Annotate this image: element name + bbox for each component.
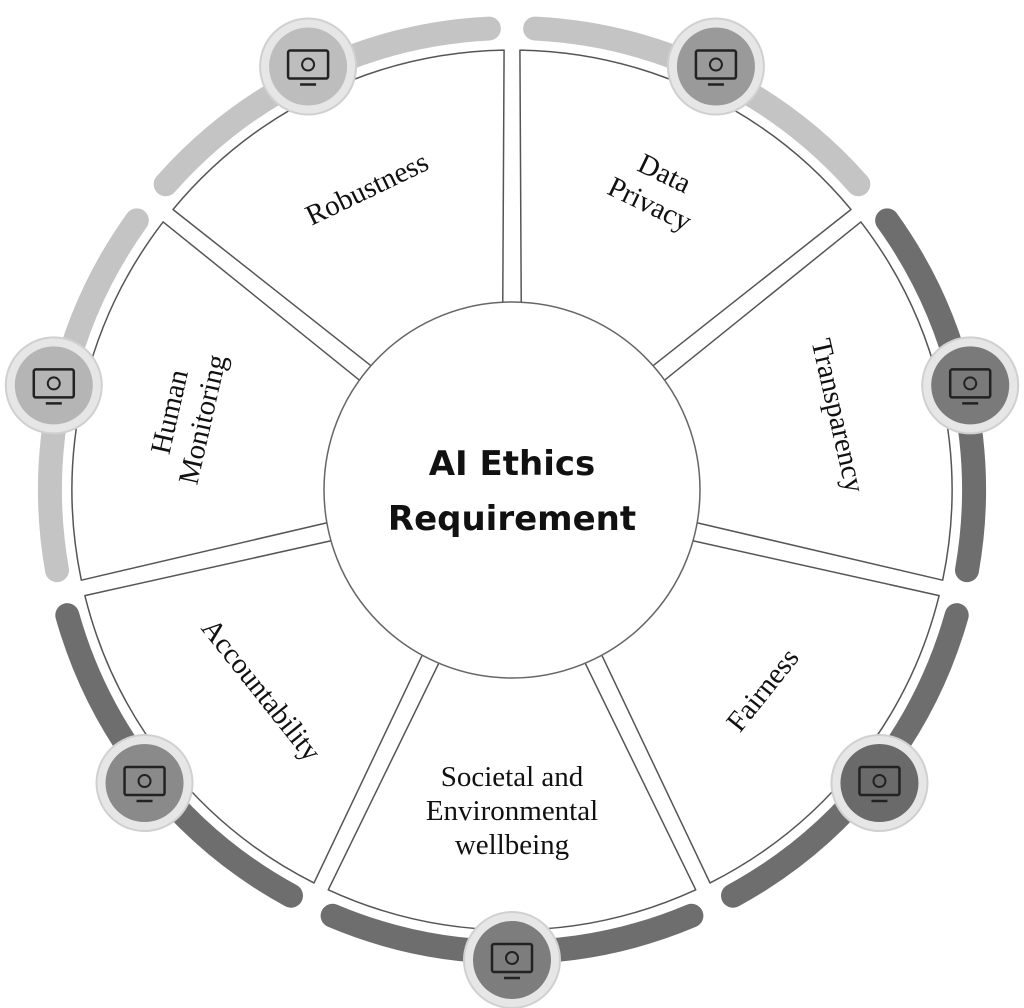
data-privacy-lock-icon	[666, 17, 765, 116]
person-screen-icon	[95, 734, 194, 833]
label-line: Environmental	[426, 795, 598, 827]
monitor-gears-icon	[259, 17, 358, 116]
center-circle	[323, 301, 701, 679]
label-line: Societal and	[441, 761, 584, 793]
magnifier-document-icon	[921, 336, 1020, 435]
label-line: wellbeing	[455, 829, 569, 861]
center-title-line-2: Requirement	[388, 499, 636, 539]
people-network-icon	[463, 911, 561, 1008]
center-title-line-1: AI Ethics	[429, 444, 596, 484]
scales-hand-icon	[830, 734, 929, 833]
monitoring-screens-icon	[4, 336, 103, 435]
